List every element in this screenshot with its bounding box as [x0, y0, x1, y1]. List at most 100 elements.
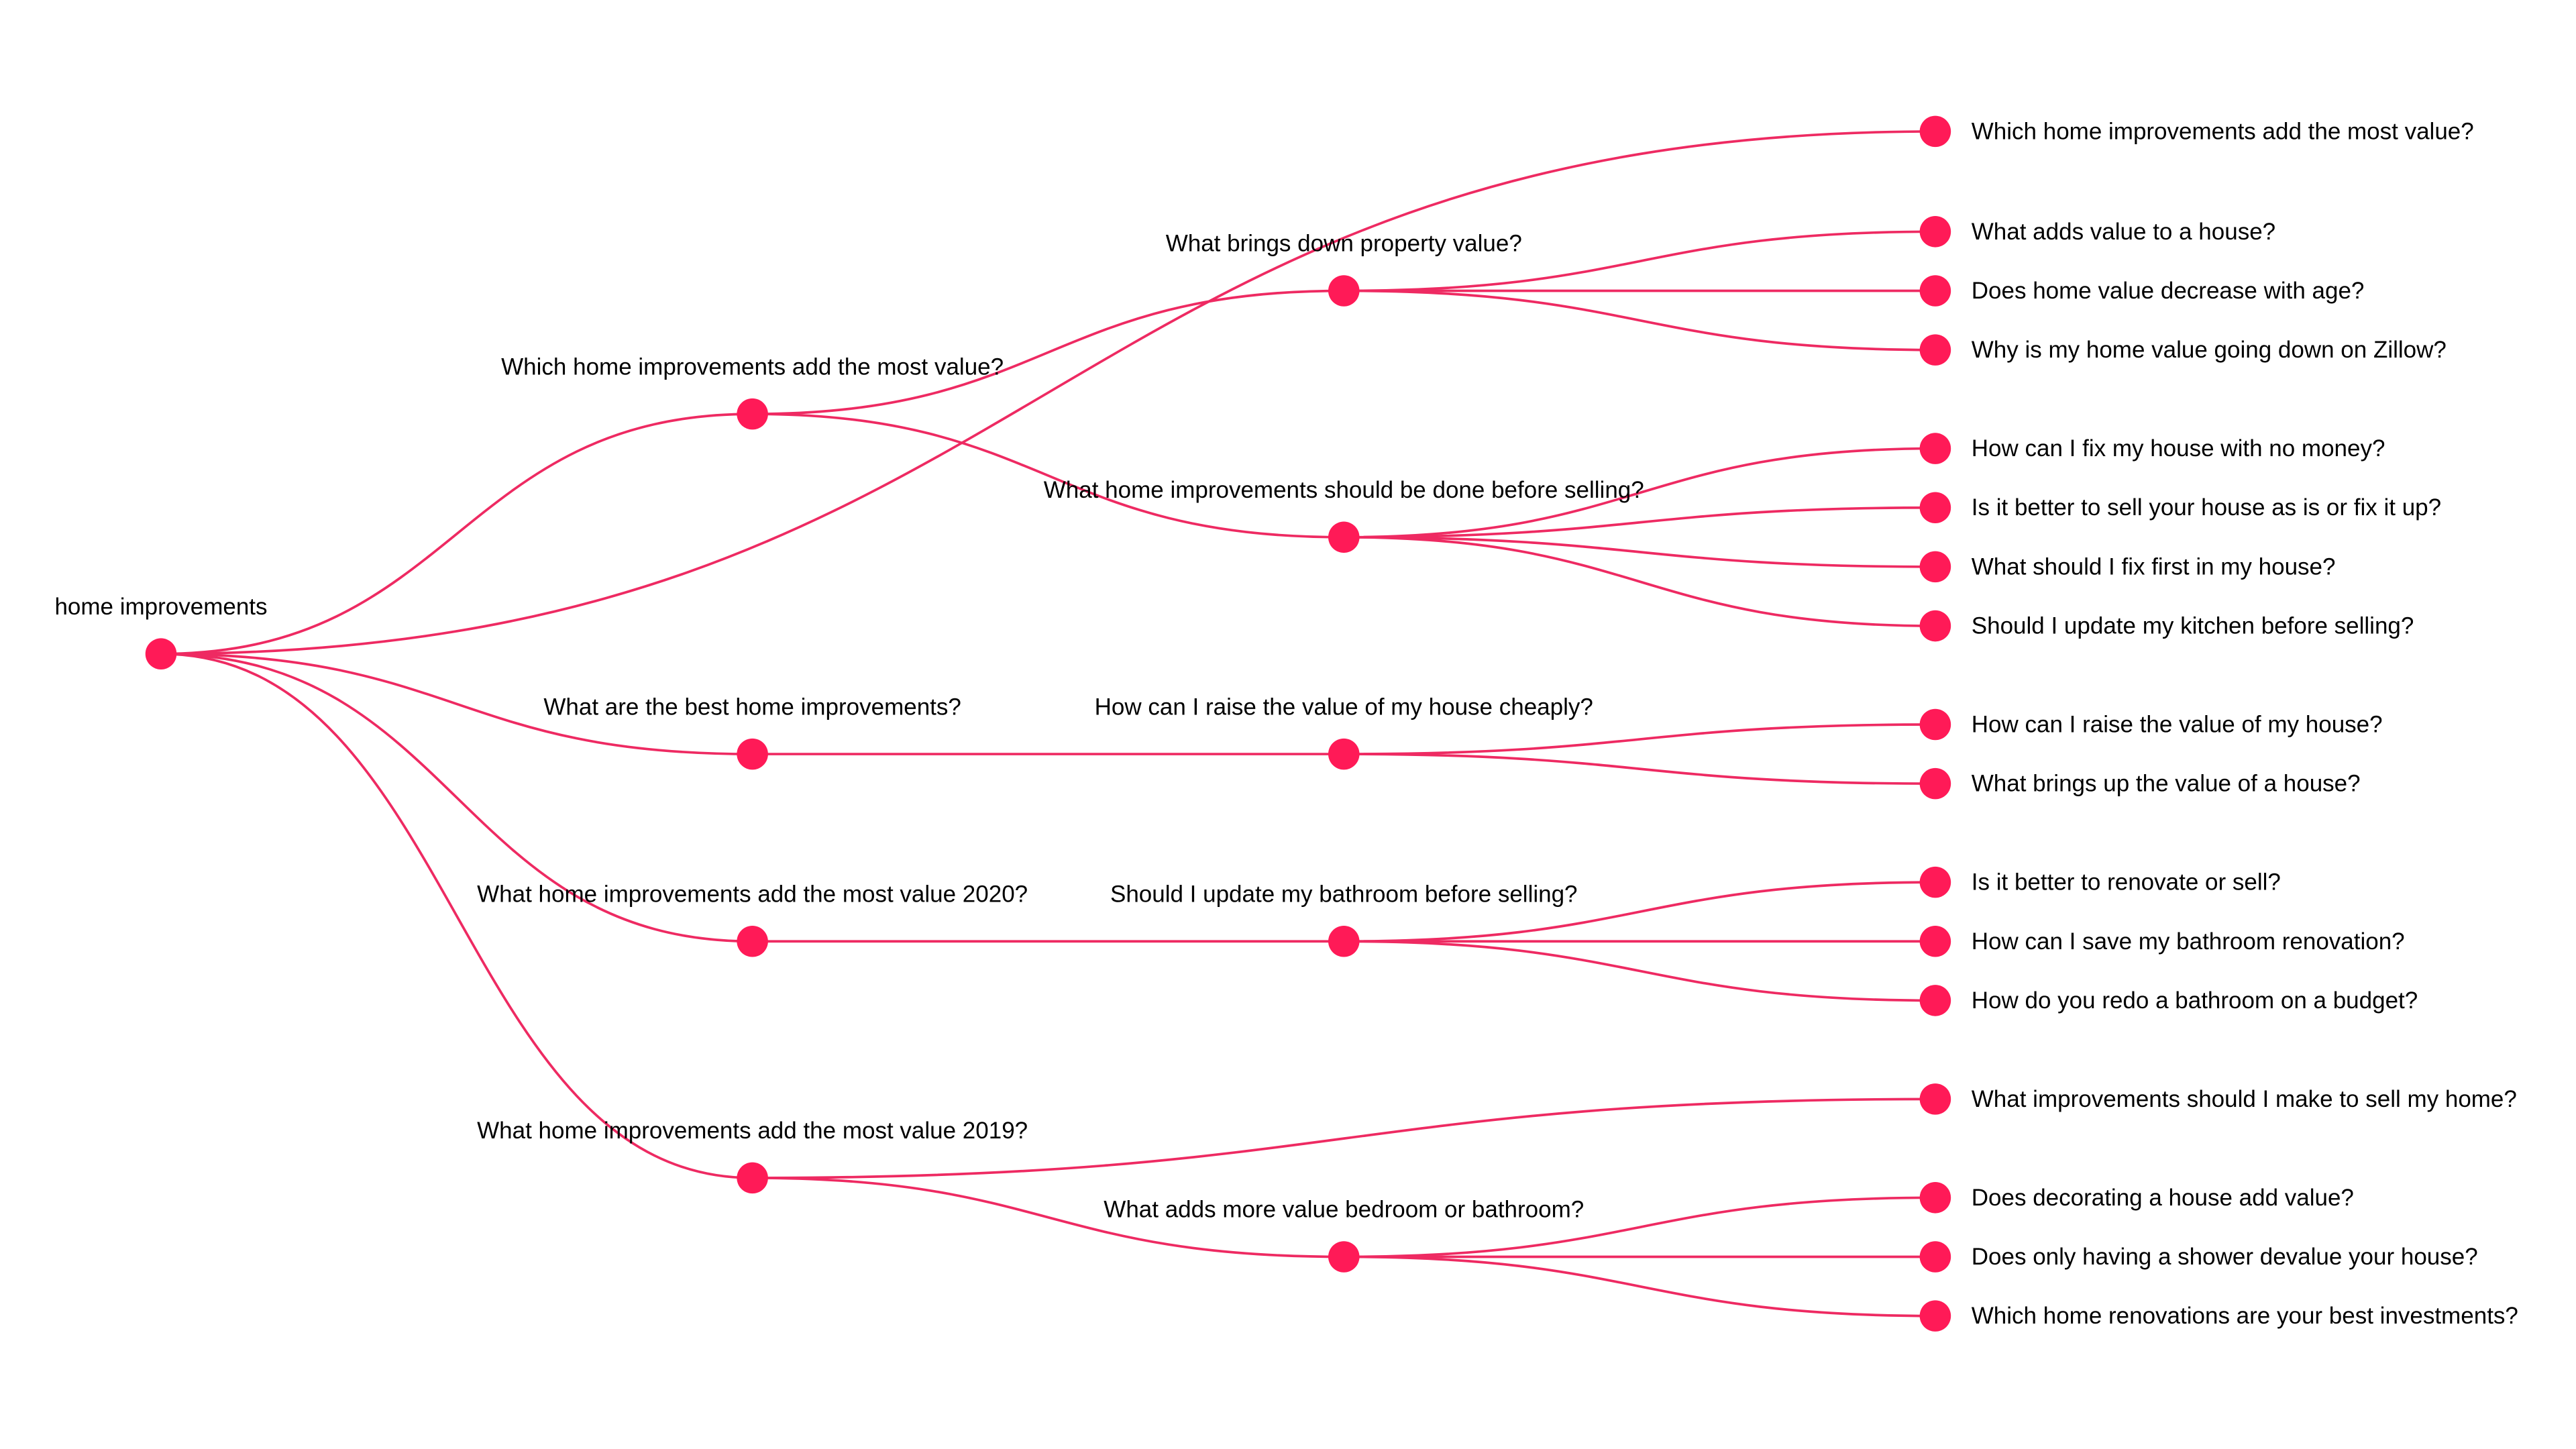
node-label: home improvements: [54, 594, 267, 620]
node-dot[interactable]: [1919, 275, 1951, 307]
leaf-node[interactable]: Should I update my kitchen before sellin…: [1919, 610, 2414, 642]
node-dot[interactable]: [1919, 610, 1951, 642]
tree-link: [1344, 506, 1935, 539]
node-dot[interactable]: [1328, 1241, 1360, 1273]
node-label: Is it better to renovate or sell?: [1972, 869, 2281, 896]
tree-link: [752, 1097, 1935, 1179]
node-dot[interactable]: [1919, 492, 1951, 523]
node-label: How can I fix my house with no money?: [1972, 435, 2385, 462]
node-dot[interactable]: [1919, 551, 1951, 583]
node-dot[interactable]: [1919, 1241, 1951, 1273]
node-dot[interactable]: [1919, 433, 1951, 464]
node-dot[interactable]: [1919, 926, 1951, 957]
node-dot[interactable]: [1328, 275, 1360, 307]
node-dot[interactable]: [1328, 926, 1360, 957]
node-dot[interactable]: [1328, 521, 1360, 553]
node-label: What brings down property value?: [1166, 231, 1522, 257]
branch-node[interactable]: What home improvements add the most valu…: [477, 1118, 1028, 1194]
tree-link: [1344, 1196, 1935, 1258]
node-label: How can I raise the value of my house ch…: [1095, 694, 1593, 720]
branch-node[interactable]: What are the best home improvements?: [543, 694, 961, 770]
node-label: How can I raise the value of my house?: [1972, 712, 2383, 738]
node-dot[interactable]: [737, 398, 768, 430]
node-label: Should I update my bathroom before selli…: [1110, 881, 1578, 907]
branch-node[interactable]: What home improvements add the most valu…: [477, 881, 1028, 957]
branch-node[interactable]: What adds more value bedroom or bathroom…: [1104, 1197, 1584, 1273]
tree-link: [1344, 535, 1935, 627]
leaf-node[interactable]: What brings up the value of a house?: [1919, 767, 2361, 800]
tree-link: [1344, 535, 1935, 568]
leaf-node[interactable]: What should I fix first in my house?: [1919, 551, 2336, 583]
node-label: What home improvements add the most valu…: [477, 1118, 1028, 1144]
tree-link: [1344, 1255, 1935, 1318]
leaf-node[interactable]: How can I fix my house with no money?: [1919, 433, 2385, 464]
leaf-node[interactable]: Which home improvements add the most val…: [1919, 115, 2474, 148]
tree-link: [752, 413, 1344, 539]
tree-link: [160, 652, 753, 755]
leaf-node[interactable]: How can I raise the value of my house?: [1919, 708, 2383, 741]
tree-links: [160, 130, 1935, 1318]
node-label: What should I fix first in my house?: [1972, 553, 2336, 580]
node-label: What brings up the value of a house?: [1972, 771, 2361, 797]
tree-link: [160, 130, 1935, 655]
leaf-node[interactable]: Is it better to sell your house as is or…: [1919, 492, 2441, 523]
node-dot[interactable]: [1919, 985, 1951, 1016]
node-dot[interactable]: [1919, 866, 1951, 898]
leaf-node[interactable]: Does decorating a house add value?: [1919, 1182, 2354, 1214]
tree-link: [160, 652, 753, 1179]
branch-node[interactable]: What home improvements should be done be…: [1044, 477, 1644, 553]
branch-node[interactable]: Which home improvements add the most val…: [501, 354, 1004, 430]
node-label: Does decorating a house add value?: [1972, 1185, 2354, 1211]
node-label: Why is my home value going down on Zillo…: [1972, 337, 2447, 363]
node-dot[interactable]: [1919, 708, 1951, 741]
tree-link: [160, 652, 753, 943]
node-label: Does only having a shower devalue your h…: [1972, 1244, 2478, 1270]
node-label: Which home improvements add the most val…: [1972, 118, 2474, 144]
node-label: Which home improvements add the most val…: [501, 354, 1004, 380]
node-dot[interactable]: [1919, 1300, 1951, 1332]
leaf-node[interactable]: Is it better to renovate or sell?: [1919, 866, 2281, 898]
node-label: Which home renovations are your best inv…: [1972, 1303, 2518, 1329]
node-label: Is it better to sell your house as is or…: [1972, 494, 2441, 521]
tree-link: [1344, 881, 1935, 943]
node-label: Should I update my kitchen before sellin…: [1972, 613, 2414, 639]
tree-link: [1344, 723, 1935, 755]
node-label: Does home value decrease with age?: [1972, 278, 2365, 304]
tree-link: [1344, 289, 1935, 352]
tree-link: [752, 289, 1344, 415]
node-label: What adds value to a house?: [1972, 219, 2275, 245]
leaf-node[interactable]: How can I save my bathroom renovation?: [1919, 926, 2405, 957]
leaf-node[interactable]: Does only having a shower devalue your h…: [1919, 1241, 2478, 1273]
tree-link: [1344, 447, 1935, 539]
node-dot[interactable]: [1919, 1083, 1951, 1115]
node-dot[interactable]: [737, 926, 768, 957]
branch-node[interactable]: What brings down property value?: [1166, 231, 1522, 307]
node-dot[interactable]: [1919, 216, 1951, 248]
leaf-node[interactable]: What improvements should I make to sell …: [1919, 1083, 2517, 1115]
leaf-node[interactable]: Why is my home value going down on Zillo…: [1919, 334, 2447, 366]
node-label: How do you redo a bathroom on a budget?: [1972, 987, 2418, 1014]
node-label: What improvements should I make to sell …: [1972, 1086, 2517, 1112]
node-dot[interactable]: [1919, 767, 1951, 800]
tree-link: [1344, 230, 1935, 292]
node-dot[interactable]: [145, 638, 177, 669]
leaf-node[interactable]: How do you redo a bathroom on a budget?: [1919, 985, 2418, 1016]
node-dot[interactable]: [1919, 1182, 1951, 1214]
node-dot[interactable]: [737, 1162, 768, 1194]
branch-node[interactable]: How can I raise the value of my house ch…: [1095, 694, 1593, 770]
leaf-node[interactable]: Which home renovations are your best inv…: [1919, 1300, 2518, 1332]
tree-link: [1344, 940, 1935, 1002]
node-label: How can I save my bathroom renovation?: [1972, 928, 2405, 955]
node-label: What are the best home improvements?: [543, 694, 961, 720]
leaf-node[interactable]: Does home value decrease with age?: [1919, 275, 2365, 307]
root-node[interactable]: home improvements: [54, 594, 268, 669]
tree-nodes: home improvements Which home improvements…: [54, 115, 2518, 1332]
node-dot[interactable]: [1919, 115, 1951, 148]
node-dot[interactable]: [1328, 738, 1360, 770]
node-label: What home improvements should be done be…: [1044, 477, 1644, 503]
node-dot[interactable]: [737, 738, 768, 770]
leaf-node[interactable]: What adds value to a house?: [1919, 216, 2276, 248]
branch-node[interactable]: Should I update my bathroom before selli…: [1110, 881, 1578, 957]
node-dot[interactable]: [1919, 334, 1951, 366]
